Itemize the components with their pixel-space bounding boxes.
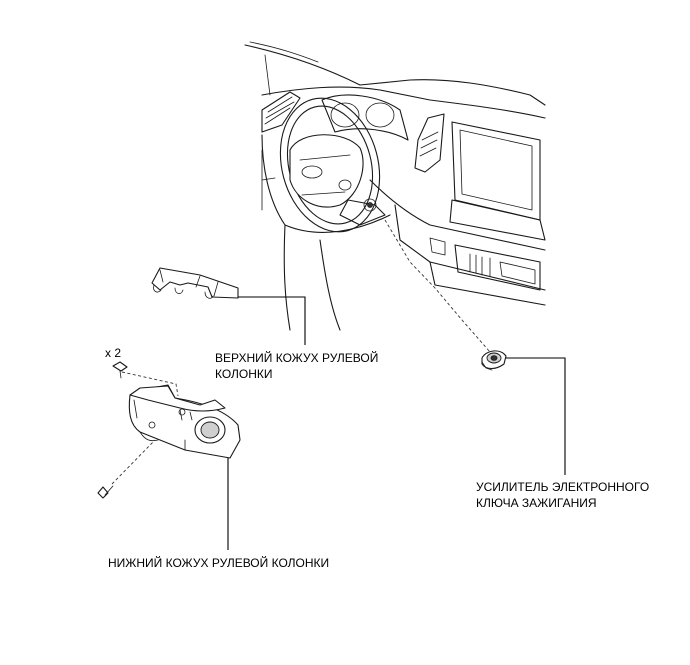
dashboard bbox=[244, 41, 546, 331]
screw-icon bbox=[97, 361, 128, 499]
lower-cover-label: НИЖНИЙ КОЖУХ РУЛЕВОЙ КОЛОНКИ bbox=[108, 556, 330, 570]
assembly-line-screw bbox=[111, 439, 156, 485]
steering-wheel-icon bbox=[279, 97, 386, 233]
amplifier-label-line1: УСИЛИТЕЛЬ ЭЛЕКТРОННОГО bbox=[476, 480, 650, 494]
upper-cover-label: ВЕРХНИЙ КОЖУХ РУЛЕВОЙ КОЛОНКИ bbox=[215, 350, 378, 382]
amplifier-label: УСИЛИТЕЛЬ ЭЛЕКТРОННОГО КЛЮЧА ЗАЖИГАНИЯ bbox=[476, 479, 649, 511]
lower-column-cover bbox=[128, 384, 241, 459]
upper-column-cover bbox=[151, 267, 239, 299]
upper-cover-label-line1: ВЕРХНИЙ КОЖУХ РУЛЕВОЙ bbox=[215, 351, 379, 365]
assembly-line-amplifier bbox=[384, 219, 491, 353]
assembly-line-lower-cover bbox=[121, 371, 179, 397]
amplifier-icon bbox=[481, 350, 507, 371]
leader-upper-cover bbox=[238, 296, 306, 345]
leader-amplifier bbox=[506, 357, 566, 475]
upper-cover-label-line2: КОЛОНКИ bbox=[215, 367, 273, 381]
screw-count-label: x 2 bbox=[105, 346, 122, 360]
amplifier-label-line2: КЛЮЧА ЗАЖИГАНИЯ bbox=[476, 496, 597, 510]
